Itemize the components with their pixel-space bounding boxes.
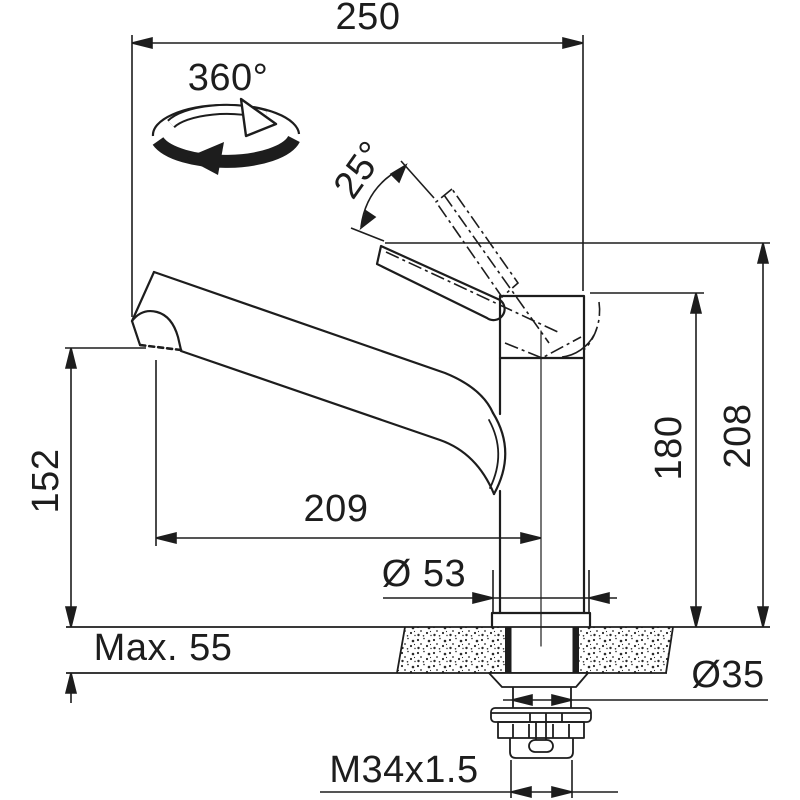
spout-end-inner-curve: [488, 419, 500, 489]
dim-total-width: [131, 35, 584, 317]
mounting-nut: [497, 721, 585, 739]
spout-tip-face: [130, 270, 156, 323]
handle-sweep-arc: [584, 301, 601, 350]
thread-block: [509, 738, 574, 759]
handle-lever: [375, 244, 506, 322]
spout-end-curve: [491, 411, 507, 496]
dim-body-height: [590, 292, 704, 628]
faucet-body: [130, 244, 592, 647]
body-height-label: 180: [648, 415, 690, 481]
aerator-outlet: [138, 343, 183, 352]
spout-bottom-edge: [179, 349, 496, 496]
swivel-arrowhead-black: [186, 142, 224, 175]
dim-lever-angle: [350, 160, 435, 242]
total-height-label: 208: [717, 403, 759, 469]
mixer-head: [498, 294, 586, 360]
dim-spout-height: [64, 347, 146, 628]
handle-lowered-axis: [385, 251, 561, 334]
spout-top-edge: [152, 270, 495, 415]
swivel-range-label: 360°: [187, 57, 269, 99]
valve-cone-lines: [504, 336, 582, 359]
dim-max-counter-thickness: [64, 672, 78, 703]
nut-legs: [512, 724, 570, 738]
clamp-flange: [490, 707, 592, 723]
max-counter-thickness-label: Max. 55: [93, 627, 233, 669]
dim-thread-size: [320, 760, 618, 799]
spout-reach-label: 209: [303, 488, 369, 530]
dim-total-height: [385, 242, 770, 628]
fixing-screw-shaft: [535, 722, 547, 740]
aerator-dome: [130, 309, 183, 352]
thread-size-label: M34x1.5: [329, 749, 479, 791]
mounting-hardware: [488, 672, 592, 759]
dim-spout-reach: [155, 360, 542, 546]
rotation-360-icon: [151, 97, 301, 175]
dim-hole-diameter: [503, 693, 768, 707]
shank-stubs: [512, 687, 572, 708]
pivot-arc: [561, 334, 595, 358]
screw-head: [528, 739, 554, 753]
swivel-arrowhead-white: [239, 97, 278, 138]
flange-serrations: [529, 713, 563, 722]
handle-raised-position: [385, 187, 601, 359]
hole-diameter-label: Ø35: [691, 654, 765, 696]
base-diameter-label: Ø 53: [381, 553, 467, 595]
seal-washer: [488, 672, 589, 688]
dim-base-diameter: [383, 570, 617, 612]
spout-height-label: 152: [25, 448, 67, 514]
dimension-lines: [64, 35, 770, 799]
handle-raised-outline: [434, 187, 520, 299]
total-width-label: 250: [335, 0, 401, 38]
handle-raised-axis: [443, 194, 550, 344]
